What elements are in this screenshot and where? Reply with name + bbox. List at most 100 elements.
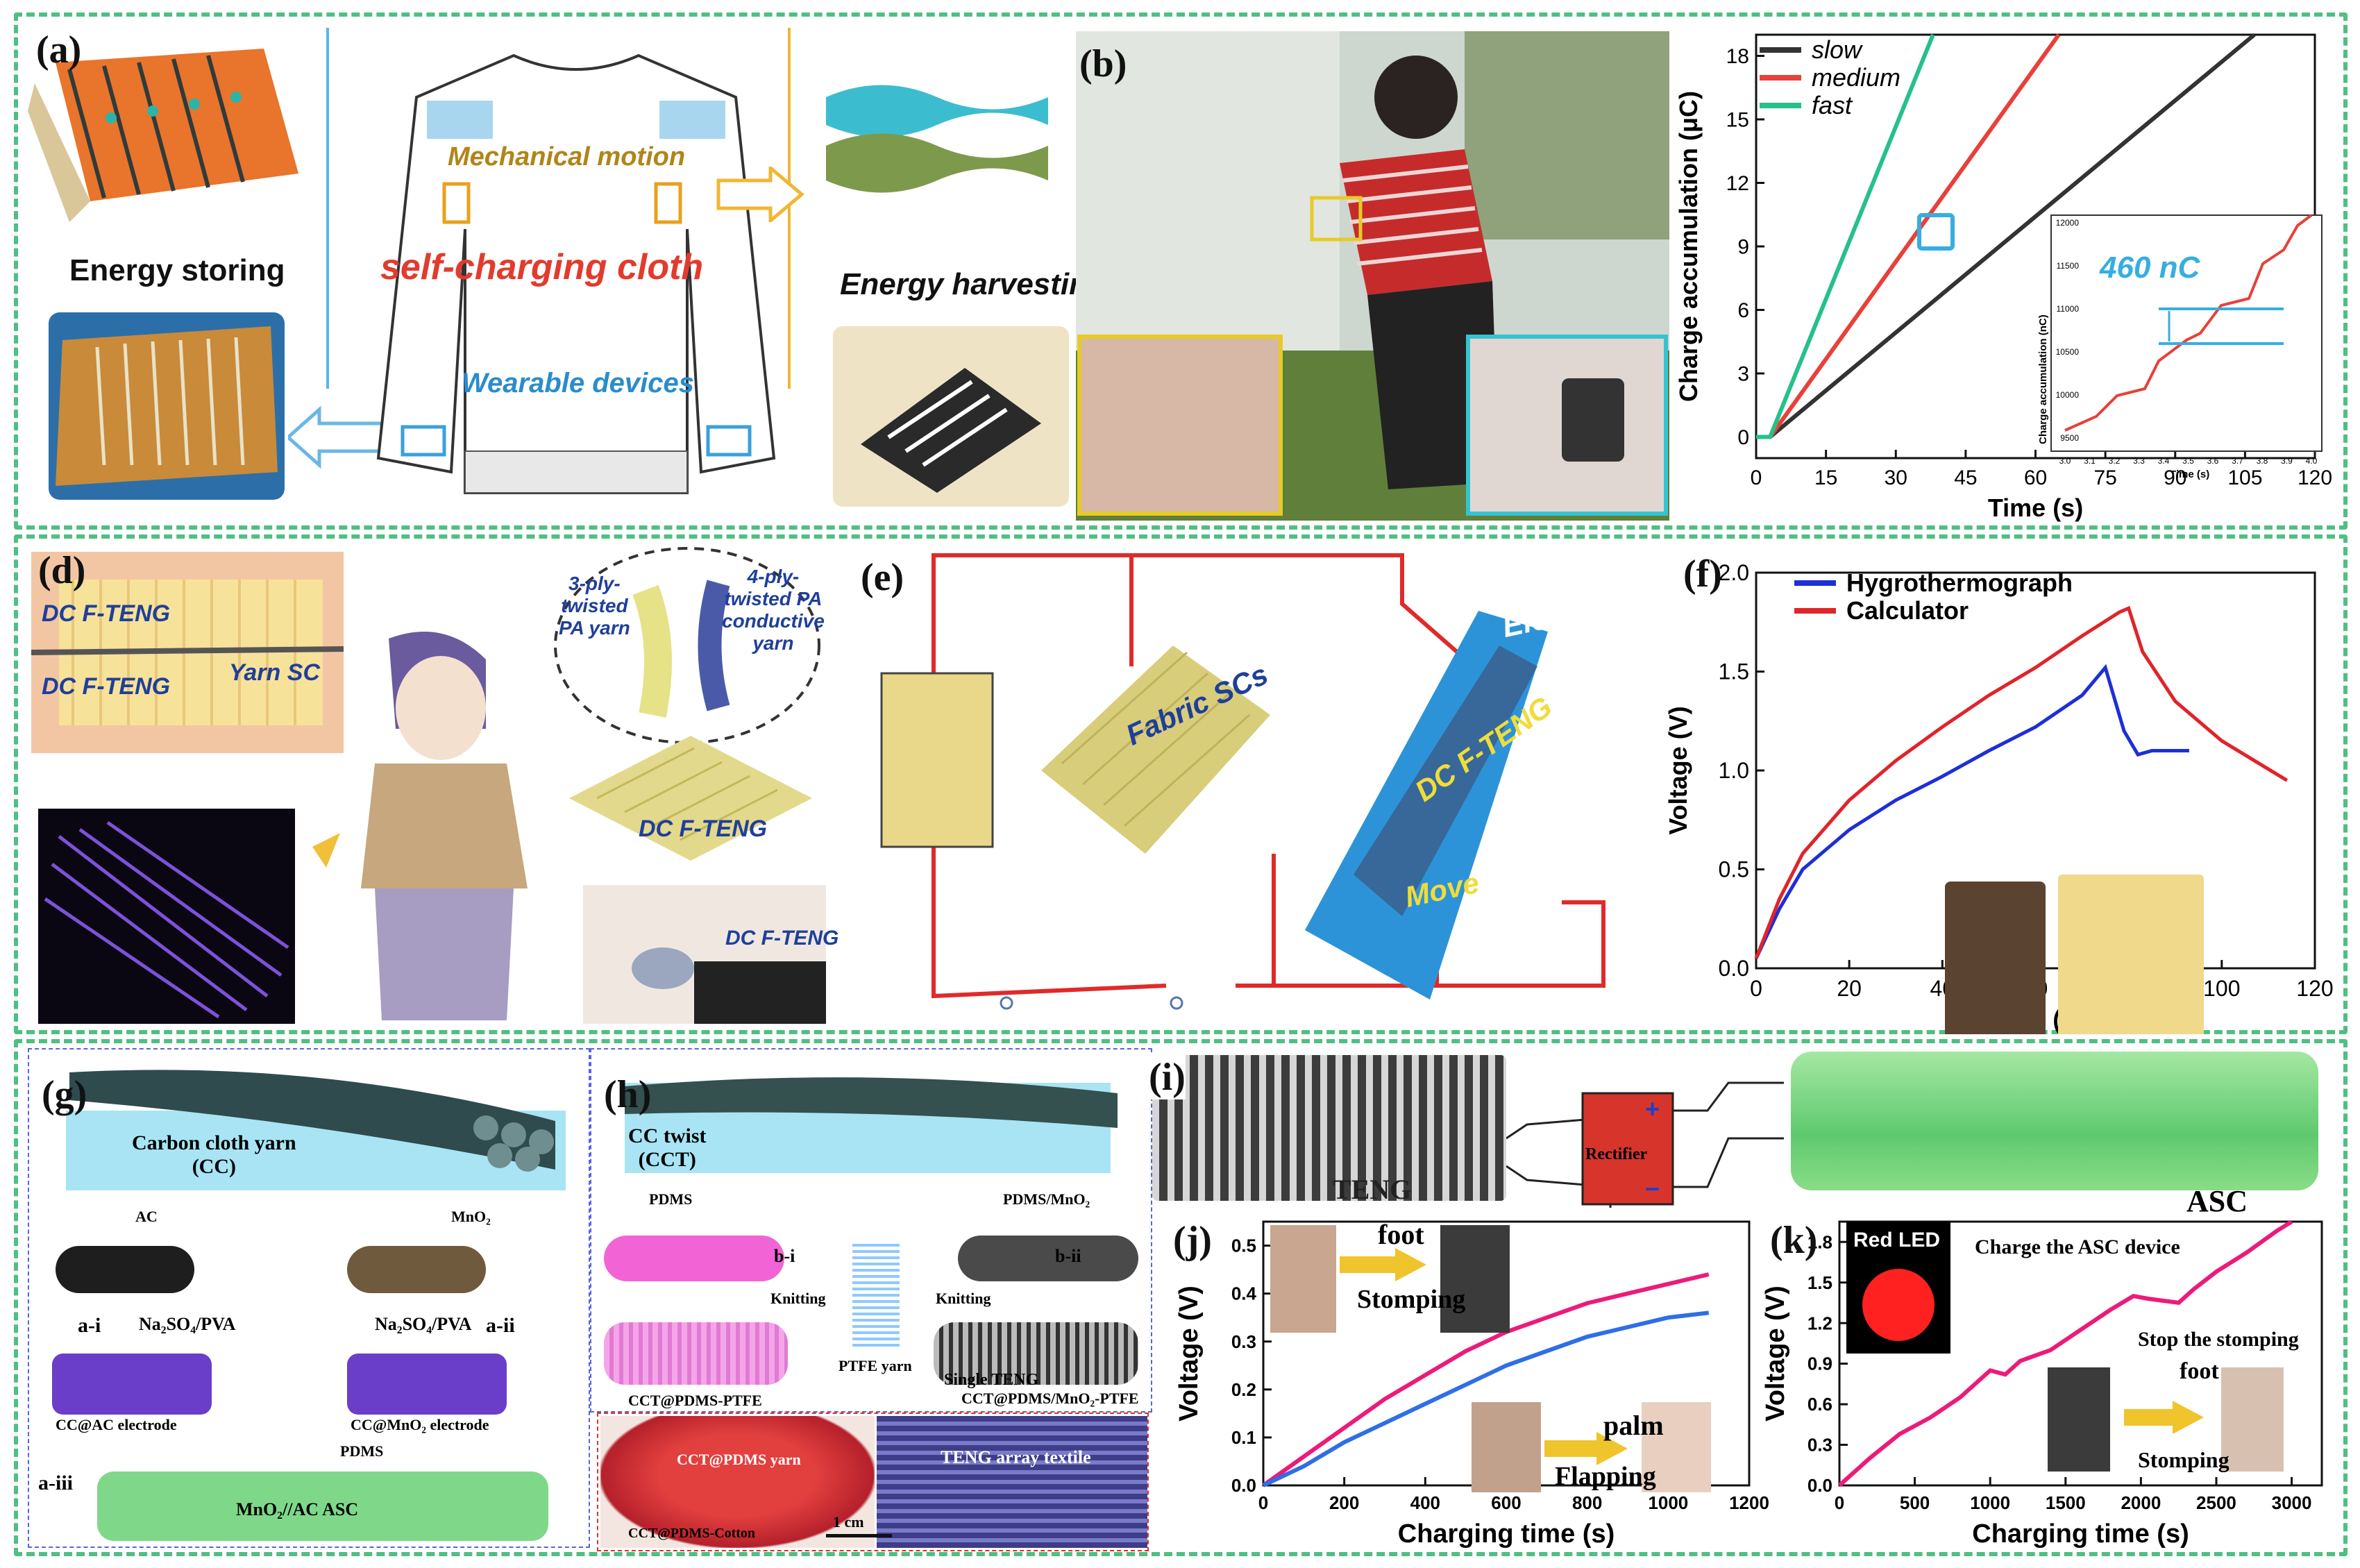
inset-ylabel: Charge accumulation (nC) <box>2037 314 2049 444</box>
x-tick-label: 90 <box>2164 466 2186 489</box>
arrow-foot-icon <box>1340 1248 1426 1281</box>
x-axis-label: Charging time (s) <box>1398 1519 1615 1549</box>
zoom-box <box>1917 213 1955 251</box>
yarn-sc-photo <box>31 552 344 753</box>
divider-yellow <box>788 28 791 389</box>
cc-mno2-electrode-label: CC@MnO₂ electrode <box>351 1416 489 1433</box>
legend-label: Calculator <box>1846 596 1969 625</box>
chart-f: 0204060801001200.00.51.01.52.0Time (s)Vo… <box>1664 560 2334 1034</box>
inset-x-tick-label: 3.6 <box>2207 456 2219 466</box>
x-tick-label: 0 <box>1258 1492 1268 1513</box>
k-foot-label: foot <box>2180 1358 2219 1384</box>
y-tick-label: 0.5 <box>1719 857 1749 882</box>
cc-ac-yarn <box>56 1246 194 1293</box>
four-ply-label: 4-ply- twisted PA conductive yarn <box>722 566 825 654</box>
pink-yarn <box>604 1236 784 1281</box>
x-tick-label: 0 <box>1751 466 1762 489</box>
svg-text:+: + <box>1645 1095 1660 1123</box>
j-foot-label: foot <box>1378 1219 1424 1250</box>
cct-pdms-yarn-label: CCT@PDMS yarn <box>677 1451 801 1468</box>
dc-f-teng-top-label: DC F-TENG <box>42 600 171 627</box>
cct-cotton-label: CCT@PDMS-Cotton <box>628 1526 756 1541</box>
cct-pdms-ptfe-label: CCT@PDMS-PTFE <box>628 1392 762 1409</box>
cct-title: CC twist (CCT) <box>628 1124 707 1171</box>
y-tick-label: 0.5 <box>1231 1236 1256 1256</box>
scale-bar <box>826 1534 892 1537</box>
y-tick-label: 0.2 <box>1231 1379 1256 1400</box>
arrow-right-icon <box>716 167 804 222</box>
teng-label: TENG <box>1333 1174 1412 1205</box>
plot-frame <box>1838 1220 2323 1487</box>
cc-mno2-electrode <box>347 1354 507 1415</box>
woven-fabric-illustration <box>28 49 298 222</box>
panel-d-label: (d) <box>38 549 86 592</box>
inset-y-tick-label: 12000 <box>2056 218 2080 228</box>
single-teng-label: Single TENG <box>944 1371 1039 1389</box>
x-tick-label: 15 <box>1814 466 1837 489</box>
inset-staircase <box>2064 214 2313 432</box>
panel-a-label: (a) <box>36 28 82 71</box>
h-pdms-label: PDMS <box>649 1190 693 1208</box>
series-line-fast <box>1756 33 1935 439</box>
x-tick-label: 0 <box>1835 1492 1844 1513</box>
k-stomping-label: Stomping <box>2138 1447 2230 1472</box>
x-tick-label: 2500 <box>2196 1492 2236 1513</box>
pink-coil <box>604 1322 788 1385</box>
energy-storing-label: Energy storing <box>69 253 285 287</box>
legend-label: slow <box>1812 35 1863 64</box>
y-tick-label: 0.0 <box>1719 956 1749 981</box>
section-top-frame <box>14 12 2348 530</box>
teng-array-label: TENG array textile <box>941 1447 1091 1467</box>
wearable-devices-label: Wearable devices <box>462 368 695 398</box>
inset-y-tick-label: 11000 <box>2057 304 2080 314</box>
hygrothermograph-photo <box>2058 875 2204 1034</box>
j-palm-label: palm <box>1603 1410 1664 1441</box>
y-tick-label: 0.9 <box>1807 1354 1832 1374</box>
cc-bundle-illustration <box>69 1070 555 1172</box>
inset-y-tick-label: 10000 <box>2056 390 2080 400</box>
mno2-label: MnO₂ <box>451 1208 491 1225</box>
y-tick-label: 6 <box>1737 299 1749 322</box>
x-tick-label: 75 <box>2093 466 2116 489</box>
series-line-0 <box>1837 1220 2293 1487</box>
y-tick-label: 15 <box>1726 109 1749 132</box>
knit-fabric-illustration <box>569 736 812 861</box>
pdms-label: PDMS <box>340 1442 384 1460</box>
ai-label: a-i <box>78 1314 101 1337</box>
x-tick-label: 400 <box>1410 1492 1440 1513</box>
y-tick-label: 12 <box>1726 172 1749 195</box>
y-tick-label: 3 <box>1737 363 1749 386</box>
x-tick-label: 500 <box>1900 1492 1930 1513</box>
inset-y-tick-label: 9500 <box>2060 433 2079 443</box>
y-tick-label: 9 <box>1737 236 1749 259</box>
ac-label: AC <box>135 1208 158 1225</box>
series-line-calculator <box>1754 605 2289 959</box>
cc-ac-electrode-label: CC@AC electrode <box>56 1416 177 1433</box>
x-tick-label: 800 <box>1572 1492 1602 1513</box>
scale-label: 1 cm <box>833 1513 864 1531</box>
x-tick-label: 2000 <box>2121 1492 2161 1513</box>
circuit-diagram <box>880 553 1605 1010</box>
glowing-fabric-photo <box>38 809 295 1024</box>
palm-photo-1 <box>1472 1402 1541 1492</box>
y-tick-label: 0.3 <box>1231 1331 1256 1352</box>
y-tick-label: 1.8 <box>1807 1231 1832 1252</box>
y-axis-label: Voltage (V) <box>1174 1285 1204 1422</box>
inset-x-tick-label: 3.1 <box>2084 456 2096 466</box>
ptfe-yarn-label: PTFE yarn <box>838 1357 912 1374</box>
inset-x-tick-label: 3.0 <box>2059 456 2071 466</box>
legend-label: Hygrothermograph <box>1846 568 2073 597</box>
x-tick-label: 0 <box>1750 976 1762 1001</box>
panel-i-label: (i) <box>1149 1055 1186 1099</box>
k-arrow-icon <box>2124 1401 2204 1434</box>
y-tick-label: 1.0 <box>1719 758 1749 783</box>
x-tick-label: 105 <box>2227 466 2262 489</box>
y-axis-label: Charge accumulation (μC) <box>1674 91 1703 402</box>
panel-g-label: (g) <box>42 1073 87 1116</box>
inset-x-tick-label: 3.8 <box>2257 456 2268 466</box>
panel-e-label: (e) <box>861 556 904 599</box>
x-tick-label: 60 <box>2024 466 2047 489</box>
h-pdms-mno2-label: PDMS/MnO₂ <box>1003 1190 1090 1208</box>
sweater-illustration <box>376 53 776 494</box>
asc-label: MnO₂//AC ASC <box>236 1499 359 1519</box>
